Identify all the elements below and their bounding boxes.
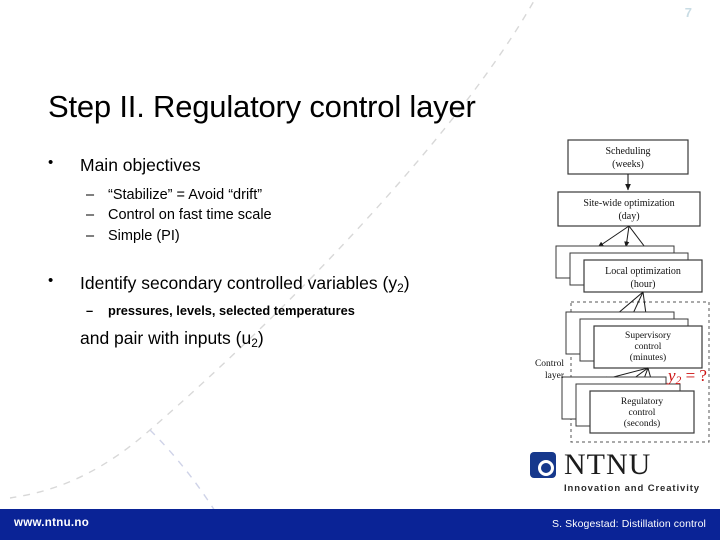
pair-text-pre: and pair with inputs (u xyxy=(80,327,252,348)
box-scheduling-line1: Scheduling xyxy=(606,146,651,157)
ntnu-tagline: Innovation and Creativity xyxy=(564,483,700,494)
ntnu-logo-mark-icon xyxy=(530,452,556,478)
bullet-marker: • xyxy=(48,154,54,171)
bullet-text: Main objectives xyxy=(80,155,201,175)
box-regulatory-line2: control xyxy=(629,408,656,418)
box-regulatory-line3: (seconds) xyxy=(624,418,660,429)
control-hierarchy-figure: Scheduling (weeks) Site-wide optimizatio… xyxy=(518,134,714,450)
control-layer-boundary xyxy=(570,301,710,443)
sub-bullet-pressures-levels-temperatures: – pressures, levels, selected temperatur… xyxy=(44,302,514,320)
ntnu-logo: NTNU Innovation and Creativity xyxy=(530,450,700,498)
bullet-text-subscript: 2 xyxy=(397,280,404,295)
box-sitewide-line2: (day) xyxy=(618,211,639,222)
control-hierarchy-svg: Scheduling (weeks) Site-wide optimizatio… xyxy=(535,139,710,443)
box-scheduling: Scheduling (weeks) xyxy=(567,139,689,175)
page-number: 7 xyxy=(684,5,692,20)
box-supervisory-line3: (minutes) xyxy=(630,352,666,363)
box-supervisory-line2: control xyxy=(635,342,662,352)
box-local-optimization-line1: Local optimization xyxy=(605,266,681,277)
box-sitewide-line1: Site-wide optimization xyxy=(583,198,674,209)
bullet-main-objectives: • Main objectives xyxy=(44,154,514,177)
sub-bullet-fast-time-scale: – Control on fast time scale xyxy=(44,205,514,226)
dash-marker: – xyxy=(86,207,95,224)
annotation-subscript: 2 xyxy=(675,374,682,388)
pair-text-subscript: 2 xyxy=(251,335,258,350)
dash-marker: – xyxy=(86,186,95,203)
control-layer-label-line1: Control xyxy=(535,359,564,369)
bullet-marker: • xyxy=(48,271,54,289)
page-title: Step II. Regulatory control layer xyxy=(48,88,476,124)
dash-marker: – xyxy=(86,303,94,319)
bullet-text-post: ) xyxy=(403,272,410,293)
box-supervisory-line1: Supervisory xyxy=(625,331,671,341)
annotation-y2-equals-question: y2 = ? xyxy=(668,366,707,388)
box-site-wide-optimization: Site-wide optimization (day) xyxy=(557,191,701,227)
footer-attribution: S. Skogestad: Distillation control xyxy=(552,518,706,530)
box-supervisory-control-stack: Supervisory control (minutes) xyxy=(565,311,703,369)
box-regulatory-line1: Regulatory xyxy=(621,397,663,407)
pair-text-post: ) xyxy=(257,327,264,348)
control-layer-label-line2: layer xyxy=(545,371,565,381)
sub-bullet-text: Control on fast time scale xyxy=(108,207,272,224)
bullet-text-pre: Identify secondary controlled variables … xyxy=(80,272,398,293)
sub-bullet-text: pressures, levels, selected temperatures xyxy=(108,303,355,319)
dash-marker: – xyxy=(86,228,95,245)
bullet-group-spacer xyxy=(44,247,514,273)
box-scheduling-line2: (weeks) xyxy=(612,159,644,170)
slide-body: • Main objectives – “Stabilize” = Avoid … xyxy=(44,154,514,350)
footer-bar: www.ntnu.no S. Skogestad: Distillation c… xyxy=(0,509,720,540)
ntnu-wordmark: NTNU xyxy=(564,448,652,481)
annotation-variable: y xyxy=(668,366,676,385)
box-local-optimization-stack: Local optimization (hour) xyxy=(555,245,703,293)
bullet-identify-secondary-cv: • Identify secondary controlled variable… xyxy=(44,271,514,295)
box-regulatory-control-stack: Regulatory control (seconds) xyxy=(561,376,695,434)
box-local-optimization-line2: (hour) xyxy=(631,279,656,290)
sub-bullet-stabilize: – “Stabilize” = Avoid “drift” xyxy=(44,185,514,206)
annotation-operator: = xyxy=(685,366,696,385)
sub-bullet-text: “Stabilize” = Avoid “drift” xyxy=(108,186,263,203)
line-pair-with-inputs: and pair with inputs (u2) xyxy=(44,327,514,350)
sub-bullet-simple-pi: – Simple (PI) xyxy=(44,226,514,247)
sub-bullet-text: Simple (PI) xyxy=(108,228,180,245)
annotation-value: ? xyxy=(699,366,707,385)
footer-website-link[interactable]: www.ntnu.no xyxy=(14,517,90,529)
